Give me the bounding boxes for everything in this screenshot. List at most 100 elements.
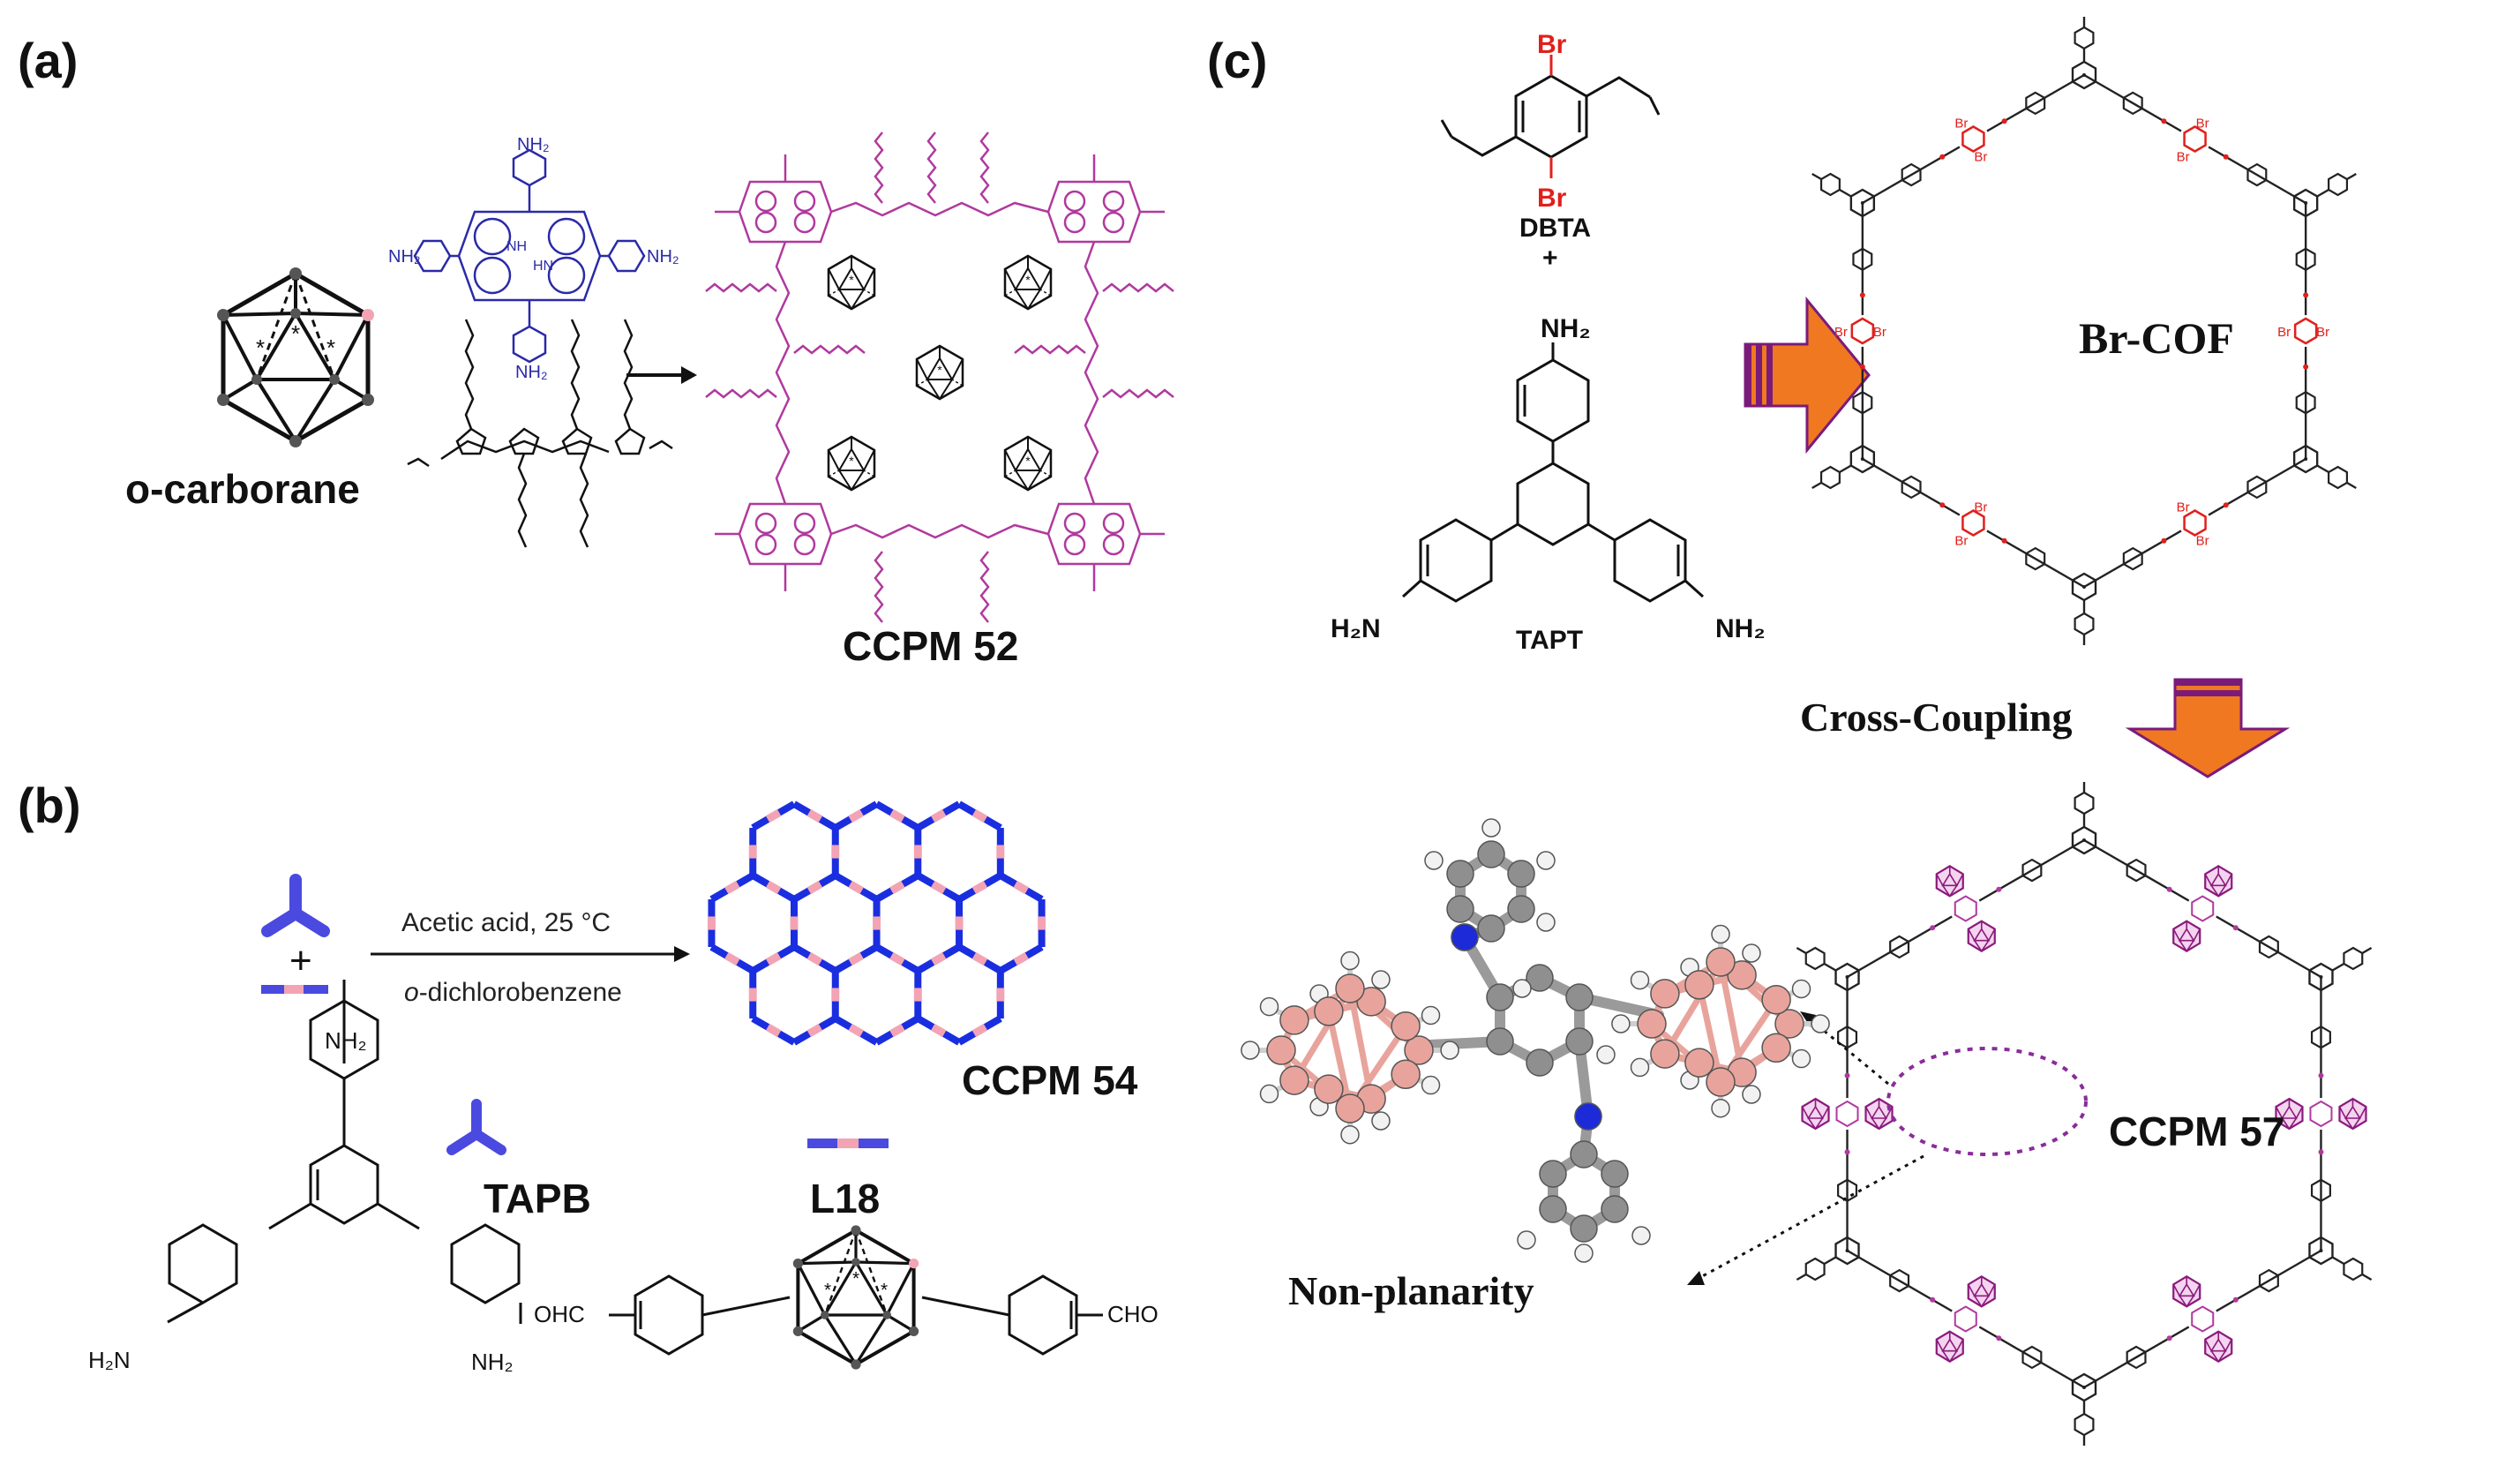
tapb-amine-top: NH₂: [325, 1027, 367, 1054]
pendant-carborane: [2204, 1330, 2233, 1363]
imine-n-atom: [2303, 292, 2309, 298]
tapb-small-tripod-icon: [446, 1099, 506, 1155]
model-atom: [1596, 1045, 1616, 1064]
honeycomb-carborane-node: [765, 880, 782, 895]
ccpm52-label: CCPM 52: [843, 623, 1018, 669]
model-atom: [1630, 1057, 1650, 1078]
model-atom: [1565, 1027, 1594, 1056]
imine-n-atom: [1930, 1296, 1936, 1303]
honeycomb-carborane-node: [765, 808, 782, 823]
panel-c: (c) Br Br DBTA +: [1207, 17, 2373, 1446]
dbta-br-top: Br: [1537, 30, 1567, 59]
model-atom: [1637, 1009, 1667, 1039]
imine-n-atom: [2161, 118, 2167, 124]
node-bond: [2316, 188, 2329, 198]
model-atom: [1507, 860, 1535, 888]
honeycomb-carborane-node: [930, 951, 947, 966]
pendant-carborane: [1935, 1330, 1964, 1363]
model-atom: [1526, 1048, 1554, 1077]
model-atom: [1314, 996, 1344, 1026]
cross-coupling-label: Cross-Coupling: [1800, 695, 2072, 740]
cage-bond: [1325, 1011, 1354, 1109]
node-bond: [1839, 188, 1852, 198]
model-atom: [1684, 970, 1714, 1000]
honeycomb-carborane-node: [1013, 951, 1030, 966]
porphyrin-hn: HN: [533, 259, 553, 274]
model-atom: [1727, 960, 1757, 990]
imine-n-atom: [2001, 118, 2007, 124]
l18-aldehyde-left: OHC: [534, 1301, 585, 1327]
model-atom: [1335, 973, 1365, 1003]
imine-n-atom: [2166, 1335, 2172, 1342]
reaction-arrow-a: [626, 366, 697, 384]
model-atom: [1611, 1014, 1631, 1033]
model-atom: [1761, 984, 1791, 1015]
tapb-amine-right: NH₂: [471, 1349, 514, 1375]
node-bond: [1796, 1273, 1807, 1281]
model-atom: [1601, 1195, 1629, 1223]
imine-n-atom: [1939, 154, 1946, 160]
l18-carborane-core: [793, 1225, 919, 1369]
tapb-tripod-icon: [261, 874, 330, 937]
model-atom: [1539, 1160, 1567, 1188]
node-phenyl: [2343, 946, 2364, 971]
pendant-carborane: [1967, 1275, 1996, 1308]
honeycomb-carborane-node: [930, 1023, 947, 1038]
imine-n-atom: [2161, 537, 2167, 544]
model-atom: [1335, 1094, 1365, 1124]
imine-n-atom: [1930, 925, 1936, 931]
imine-n-atom: [1939, 502, 1946, 508]
orange-arrow-right: [1744, 296, 1871, 455]
model-atom: [1371, 1111, 1391, 1131]
imine-n-atom: [2303, 364, 2309, 370]
model-atom: [1811, 1014, 1830, 1033]
pendant-carborane: [1801, 1097, 1830, 1131]
pendant-carborane: [1967, 920, 1996, 952]
imine-n-atom: [2318, 1072, 2324, 1078]
model-atom: [1650, 979, 1680, 1009]
br-substituent: Br: [2316, 325, 2329, 340]
node-phenyl: [1804, 1257, 1826, 1281]
model-atom: [1259, 1084, 1279, 1104]
node-bond: [1823, 962, 1837, 972]
model-atom: [1477, 914, 1505, 943]
node-phenyl: [2074, 612, 2095, 636]
imine-n-atom: [1844, 1072, 1850, 1078]
br-substituent: Br: [2177, 150, 2190, 165]
pendant-carborane: [2172, 1275, 2201, 1308]
honeycomb-carborane-node: [724, 880, 740, 895]
honeycomb-carborane-node: [848, 951, 864, 966]
model-atom: [1340, 951, 1360, 971]
honeycomb-carborane-node: [889, 808, 905, 823]
node-phenyl: [1804, 946, 1826, 971]
imine-n-atom: [2223, 502, 2229, 508]
imine-n-atom: [2232, 925, 2239, 931]
node-bond: [2316, 464, 2329, 474]
br-substituent: Br: [2196, 116, 2209, 131]
model-atom: [1486, 1027, 1514, 1056]
o-carborane-label: o-carborane: [125, 466, 360, 512]
imine-n-atom: [1996, 1335, 2002, 1342]
ball-stick-model: [1241, 818, 1830, 1263]
br-substituent: Br: [2177, 500, 2190, 515]
model-atom: [1791, 979, 1811, 999]
imine-n-atom: [1996, 886, 2002, 892]
honeycomb-carborane-node: [724, 951, 740, 966]
panel-c-tag: (c): [1207, 33, 1267, 88]
model-atom: [1279, 1005, 1309, 1035]
model-atom: [1481, 818, 1501, 838]
honeycomb-carborane-node: [848, 808, 864, 823]
model-atom: [1742, 943, 1761, 963]
honeycomb-carborane-node: [971, 951, 988, 966]
imine-n-atom: [2318, 1149, 2324, 1155]
plus-sign-c: +: [1542, 244, 1558, 273]
model-atom: [1279, 1065, 1309, 1095]
tapt-label: TAPT: [1516, 626, 1583, 655]
model-atom: [1536, 913, 1556, 932]
ccpm54-label: CCPM 54: [962, 1057, 1138, 1103]
porphyrin-amine-left: NH₂: [388, 247, 421, 267]
honeycomb-carborane-node: [971, 880, 988, 895]
highlight-ellipse: [1886, 1047, 2088, 1156]
br-substituent: Br: [1974, 150, 1987, 165]
br-substituent: Br: [1834, 325, 1848, 340]
